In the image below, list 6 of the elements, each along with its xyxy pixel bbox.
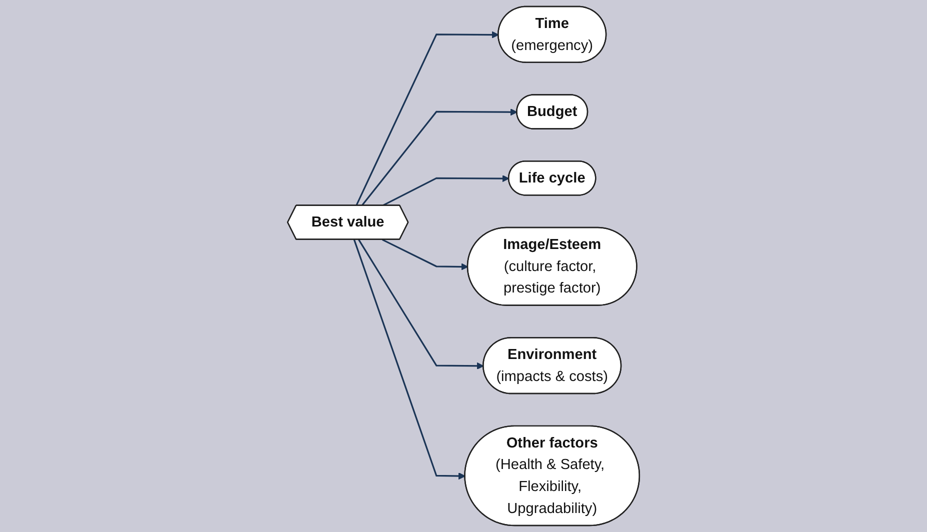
arrow <box>353 239 466 480</box>
arrow <box>358 239 484 370</box>
arrow <box>356 31 499 206</box>
arrow <box>382 174 510 206</box>
arrow <box>361 108 518 206</box>
arrow <box>382 238 468 270</box>
